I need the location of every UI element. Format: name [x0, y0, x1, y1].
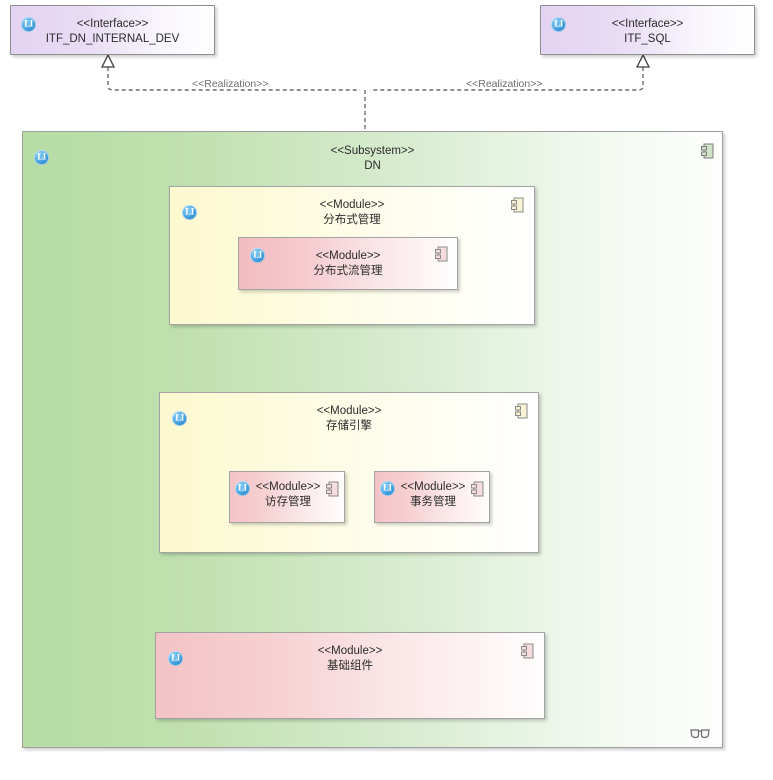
subsystem-title: <<Subsystem>> DN — [23, 144, 722, 173]
module-name: 事务管理 — [410, 495, 456, 508]
interface-title: <<Interface>> ITF_SQL — [541, 17, 754, 46]
module-icon: LI — [172, 411, 187, 426]
component-icon — [471, 481, 484, 497]
module-stereotype: <<Module>> — [319, 199, 385, 211]
component-icon — [435, 246, 448, 262]
module-icon: LI — [250, 248, 265, 263]
module-transaction-management[interactable]: LI <<Module>> 事务管理 — [374, 471, 490, 523]
module-title: <<Module>> 基础组件 — [156, 644, 544, 673]
module-title: LI <<Module>> 访存管理 — [234, 480, 339, 509]
edge-label-realization-right: <<Realization>> — [466, 78, 543, 90]
component-icon — [515, 403, 528, 419]
module-name: 分布式管理 — [323, 213, 381, 226]
interface-stereotype: <<Interface>> — [611, 18, 684, 30]
module-icon: LI — [182, 205, 197, 220]
component-icon — [511, 197, 524, 213]
module-icon: LI — [168, 651, 183, 666]
module-name: 分布式流管理 — [313, 264, 383, 277]
module-stereotype: <<Module>> — [400, 481, 466, 493]
module-stereotype: <<Module>> — [315, 250, 381, 262]
interface-stereotype: <<Interface>> — [76, 18, 149, 30]
edge-label-realization-left: <<Realization>> — [192, 78, 269, 90]
realization-arrowhead-left — [100, 53, 116, 68]
interface-itf-dn-internal-dev[interactable]: LI <<Interface>> ITF_DN_INTERNAL_DEV — [10, 5, 215, 55]
module-icon: LI — [379, 481, 395, 496]
module-name: 存储引擎 — [326, 419, 372, 432]
glasses-icon — [690, 729, 710, 739]
subsystem-icon: LI — [34, 150, 49, 165]
module-stereotype: <<Module>> — [317, 645, 383, 657]
component-icon — [326, 481, 339, 497]
module-title: <<Module>> 分布式管理 — [170, 198, 534, 227]
realization-arrowhead-right — [635, 53, 651, 68]
module-access-management[interactable]: LI <<Module>> 访存管理 — [229, 471, 345, 523]
module-distributed-management[interactable]: LI <<Module>> 分布式管理 LI <<Module>> 分布式流管理 — [169, 186, 535, 325]
module-distributed-stream-management[interactable]: LI <<Module>> 分布式流管理 — [238, 237, 458, 290]
module-name: 基础组件 — [327, 659, 373, 672]
interface-icon: LI — [551, 17, 566, 32]
subsystem-stereotype: <<Subsystem>> — [330, 145, 415, 157]
module-name: 访存管理 — [265, 495, 311, 508]
module-icon: LI — [234, 481, 250, 496]
interface-title: <<Interface>> ITF_DN_INTERNAL_DEV — [11, 17, 214, 46]
interface-name: ITF_DN_INTERNAL_DEV — [45, 32, 180, 45]
module-title: <<Module>> 分布式流管理 — [239, 249, 457, 278]
module-title: <<Module>> 存储引擎 — [160, 404, 538, 433]
interface-icon: LI — [21, 17, 36, 32]
module-title: LI <<Module>> 事务管理 — [379, 480, 484, 509]
interface-name: ITF_SQL — [624, 32, 671, 45]
module-base-components[interactable]: LI <<Module>> 基础组件 — [155, 632, 545, 719]
component-icon — [701, 143, 714, 159]
subsystem-dn[interactable]: LI <<Subsystem>> DN LI <<Module>> 分布式管理 — [22, 131, 723, 748]
module-storage-engine[interactable]: LI <<Module>> 存储引擎 LI <<Module>> 访存管理 — [159, 392, 539, 553]
module-stereotype: <<Module>> — [255, 481, 321, 493]
module-stereotype: <<Module>> — [316, 405, 382, 417]
component-icon — [521, 643, 534, 659]
interface-itf-sql[interactable]: LI <<Interface>> ITF_SQL — [540, 5, 755, 55]
subsystem-name: DN — [364, 159, 381, 172]
